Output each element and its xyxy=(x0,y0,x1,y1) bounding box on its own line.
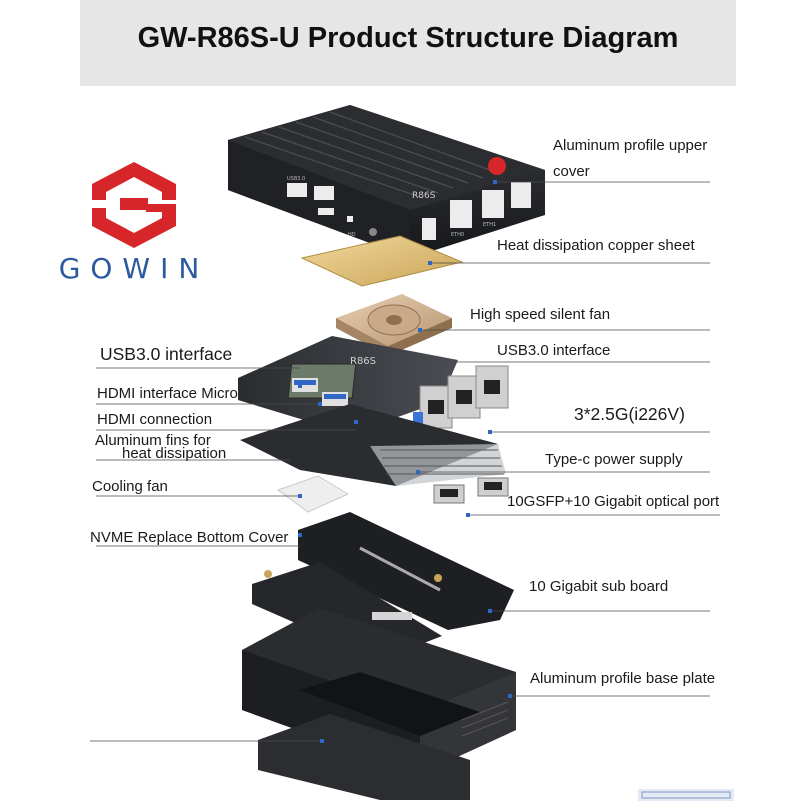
title-bar: GW-R86S-U Product Structure Diagram xyxy=(80,0,736,86)
base-plate xyxy=(242,608,516,800)
label-nvme: NVME Replace Bottom Cover xyxy=(90,529,289,546)
lid-model-text: R86S xyxy=(412,191,436,201)
footer-stripe xyxy=(638,789,734,801)
lid-eth1-text: ETH1 xyxy=(483,222,496,228)
label-fins-line2: heat dissipation xyxy=(122,445,227,462)
label-cooling-fan: Cooling fan xyxy=(92,478,168,495)
label-fins-line1: Aluminum fins for xyxy=(95,432,211,449)
label-2-5g-ports: 3*2.5G(i226V) xyxy=(574,404,685,424)
gowin-logo: GOWIN xyxy=(36,160,232,290)
logo-text: GOWIN xyxy=(58,252,210,285)
leader-dots xyxy=(298,180,512,743)
lid-hdmi-text: HD xyxy=(348,232,356,238)
label-base-plate: Aluminum profile base plate xyxy=(530,670,716,687)
silent-fan xyxy=(336,294,452,356)
page-title: GW-R86S-U Product Structure Diagram xyxy=(137,22,679,54)
label-hdmi-line2: HDMI connection xyxy=(97,411,213,428)
label-usb-left: USB3.0 interface xyxy=(100,344,233,364)
leader-lines xyxy=(90,181,720,742)
cooling-fan xyxy=(276,475,350,513)
label-hdmi-line1: HDMI interface Micro xyxy=(97,385,238,402)
label-upper-cover-line1: Aluminum profile upper xyxy=(553,137,708,154)
label-sfp: 10GSFP+10 Gigabit optical port xyxy=(507,493,720,510)
gowin-logo-mark xyxy=(92,162,176,248)
lid-eth0-text: ETH0 xyxy=(451,232,464,238)
label-typec: Type-c power supply xyxy=(545,451,683,468)
label-usb-right: USB3.0 interface xyxy=(497,342,611,359)
upper-cover: R86S USB3.0 HD ETH0 ETH1 xyxy=(228,105,545,258)
copper-sheet xyxy=(300,235,464,287)
label-copper-sheet: Heat dissipation copper sheet xyxy=(497,237,695,254)
main-board: R86S xyxy=(238,336,509,442)
label-sub-board: 10 Gigabit sub board xyxy=(529,578,669,595)
heat-fins-plate xyxy=(240,404,509,504)
label-silent-fan: High speed silent fan xyxy=(470,306,611,323)
board-chip-text: R86S xyxy=(350,356,376,367)
lid-usb-text: USB3.0 xyxy=(287,176,305,182)
footer-decoration xyxy=(638,788,734,801)
label-upper-cover-line2: cover xyxy=(553,163,590,180)
